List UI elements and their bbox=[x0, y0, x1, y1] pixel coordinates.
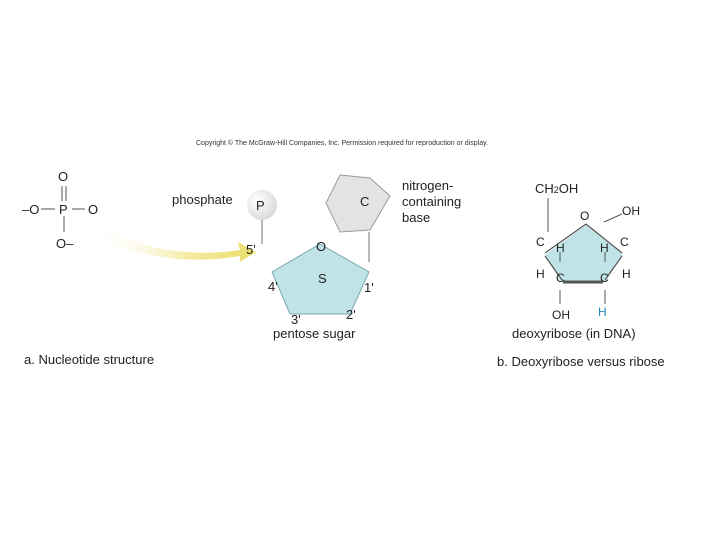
phosphate-bonds bbox=[41, 186, 85, 232]
deoxyribose-ring bbox=[544, 198, 623, 304]
base-hexagon bbox=[325, 174, 391, 233]
phosphate-o-top: O bbox=[58, 169, 69, 184]
base-label-line1: nitrogen- bbox=[402, 178, 454, 193]
phosphate-symbol: P bbox=[256, 198, 265, 213]
ch2-subscript: 2 bbox=[553, 185, 559, 195]
phosphate-o-left: –O bbox=[22, 202, 40, 217]
deoxy-h-highlight: H bbox=[598, 305, 607, 319]
nucleotide-model bbox=[247, 174, 391, 315]
deoxyribose-pentagon bbox=[545, 225, 623, 282]
ch2oh-suffix: OH bbox=[558, 181, 579, 196]
deoxy-h1: H bbox=[600, 241, 609, 255]
deoxy-h3: H bbox=[536, 267, 545, 281]
deoxy-oh-bottom: OH bbox=[552, 308, 570, 322]
deoxy-ring-o: O bbox=[580, 209, 590, 223]
caption-b: b. Deoxyribose versus ribose bbox=[497, 354, 665, 369]
deoxy-oh-top: OH bbox=[622, 204, 640, 218]
phosphate-o-right: O bbox=[88, 202, 99, 217]
sugar-symbol: S bbox=[318, 271, 327, 286]
ch2-text: CH bbox=[535, 181, 554, 196]
ch2oh-group: CH2OH bbox=[535, 182, 578, 195]
carbon-5-label: 5' bbox=[246, 242, 256, 257]
deoxy-c2: C bbox=[600, 271, 609, 285]
base-label-line2: containing bbox=[402, 194, 462, 209]
carbon-2-label: 2' bbox=[346, 307, 356, 322]
copyright-notice: Copyright © The McGraw-Hill Companies, I… bbox=[196, 140, 489, 147]
sugar-pentagon bbox=[271, 243, 370, 315]
phosphate-p: P bbox=[59, 202, 68, 217]
carbon-1-label: 1' bbox=[364, 280, 374, 295]
caption-a: a. Nucleotide structure bbox=[24, 352, 155, 367]
pentose-sugar-label: pentose sugar bbox=[273, 326, 356, 341]
base-symbol: C bbox=[360, 194, 370, 209]
base-label-line3: base bbox=[402, 210, 431, 225]
deoxy-c1: C bbox=[620, 235, 629, 249]
carbon-3-label: 3' bbox=[291, 312, 301, 327]
transition-arrow bbox=[90, 222, 256, 262]
phosphate-label: phosphate bbox=[172, 192, 233, 207]
phosphate-o-bottom: O– bbox=[56, 236, 74, 251]
phosphate-sphere bbox=[247, 190, 277, 220]
deoxy-c3: C bbox=[556, 271, 565, 285]
deoxy-c4: C bbox=[536, 235, 545, 249]
deoxyribose-label: deoxyribose (in DNA) bbox=[512, 326, 636, 341]
deoxy-h4: H bbox=[556, 241, 565, 255]
deoxy-h2: H bbox=[622, 267, 631, 281]
carbon-4-label: 4' bbox=[268, 279, 278, 294]
sugar-ring-o: O bbox=[316, 239, 327, 254]
